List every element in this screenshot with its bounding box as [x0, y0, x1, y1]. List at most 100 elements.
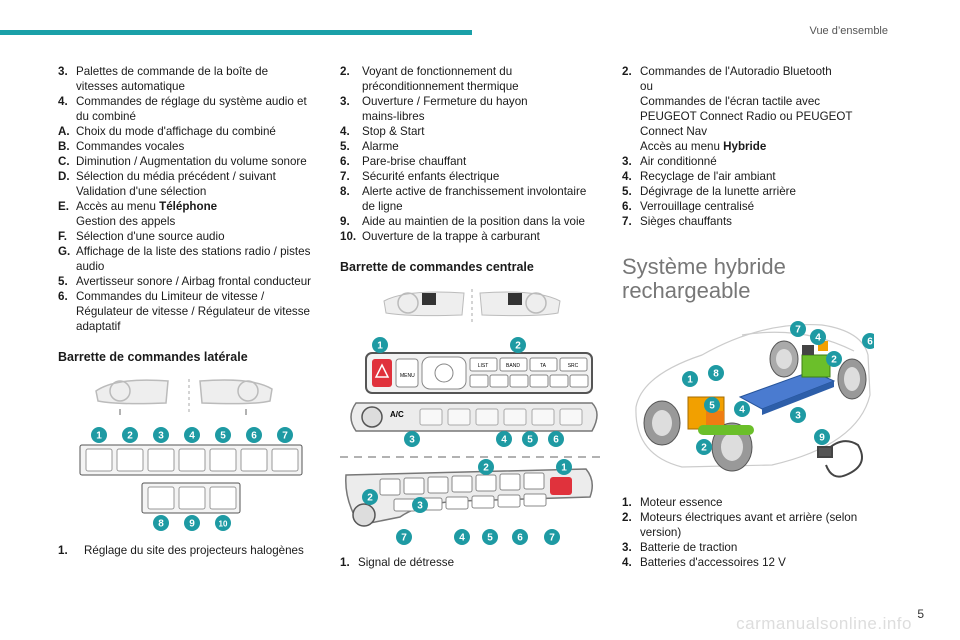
- switch-button[interactable]: [559, 357, 588, 372]
- switch-button[interactable]: [451, 475, 473, 493]
- switch-button[interactable]: [499, 357, 528, 372]
- svg-text:2: 2: [701, 443, 707, 454]
- switch-button[interactable]: [559, 408, 583, 426]
- switch-button[interactable]: [469, 374, 489, 388]
- switch-button[interactable]: [549, 374, 569, 388]
- switch-button[interactable]: [403, 477, 425, 495]
- switch-button[interactable]: [178, 486, 206, 510]
- switch-button[interactable]: [529, 374, 549, 388]
- switch-button[interactable]: [240, 448, 268, 472]
- hazard-button[interactable]: [372, 359, 392, 387]
- switch-button[interactable]: [147, 448, 175, 472]
- list-item: 4. Recyclage de l'air ambiant: [622, 169, 874, 184]
- svg-text:6: 6: [867, 337, 873, 348]
- switch-button[interactable]: [271, 448, 299, 472]
- switch-button[interactable]: [116, 448, 144, 472]
- item-number: 3.: [622, 541, 632, 554]
- callout-badge: 5: [482, 529, 498, 545]
- list-item: 3.Batterie de traction: [622, 540, 874, 555]
- hybrid-section-title: Système hybride rechargeable: [622, 254, 786, 303]
- switch-button[interactable]: [531, 408, 555, 426]
- svg-text:2: 2: [515, 341, 521, 352]
- svg-text:4: 4: [815, 333, 821, 344]
- switch-button[interactable]: [569, 374, 589, 388]
- item-text: Commandes de réglage du système audio et…: [76, 95, 307, 123]
- list-item: 8.Alerte active de franchissement involo…: [340, 184, 604, 214]
- hazard-button-lower[interactable]: [550, 477, 572, 495]
- item-text: Diminution / Augmentation du volume sono…: [76, 155, 307, 168]
- switch-button[interactable]: [523, 472, 545, 490]
- switch-button[interactable]: [379, 478, 401, 496]
- svg-text:1: 1: [687, 375, 693, 386]
- svg-text:3: 3: [158, 431, 164, 442]
- switch-button[interactable]: [489, 374, 509, 388]
- svg-text:1: 1: [377, 341, 383, 352]
- switch-button[interactable]: [85, 448, 113, 472]
- item-number: 2.: [622, 65, 632, 78]
- item-number: 10.: [340, 230, 357, 243]
- callout-badge: 5: [215, 427, 231, 443]
- switch-button[interactable]: [178, 448, 206, 472]
- item-number: 7.: [340, 170, 350, 183]
- svg-text:3: 3: [795, 411, 801, 422]
- steering-wheel-icon: [199, 379, 273, 415]
- callout-badge: 4: [184, 427, 200, 443]
- svg-text:2: 2: [367, 493, 373, 504]
- item-number: 6.: [58, 290, 68, 303]
- item-number: 4.: [622, 556, 632, 569]
- item-number: 4.: [622, 170, 632, 183]
- item-text: Recyclage de l'air ambiant: [640, 170, 776, 183]
- switch-button[interactable]: [447, 408, 471, 426]
- item-number: 6.: [340, 155, 350, 168]
- svg-text:9: 9: [819, 433, 825, 444]
- list-item: 7.Sécurité enfants électrique: [340, 169, 604, 184]
- item-number: E.: [58, 200, 69, 213]
- switch-button[interactable]: [503, 408, 527, 426]
- list-item: 5.Alarme: [340, 139, 604, 154]
- item-number: 4.: [58, 95, 68, 108]
- callout-badge: 1: [91, 427, 107, 443]
- callout-badge: 3: [153, 427, 169, 443]
- svg-text:6: 6: [517, 533, 523, 544]
- switch-button[interactable]: [419, 408, 443, 426]
- switch-button[interactable]: [209, 486, 237, 510]
- callout-badge: 6: [862, 333, 878, 349]
- item-number: 6.: [622, 200, 632, 213]
- temperature-knob[interactable]: [361, 406, 383, 428]
- callout-badge: 1: [682, 371, 698, 387]
- watermark: carmanualsonline.info: [736, 614, 912, 633]
- list-item: D.Sélection du média précédent / suivant…: [58, 169, 324, 199]
- switch-button[interactable]: [209, 448, 237, 472]
- item-text: Choix du mode d'affichage du combiné: [76, 125, 276, 138]
- item-text: Pare-brise chauffant: [362, 155, 467, 168]
- steering-wheel-icon: [95, 379, 169, 415]
- switch-button[interactable]: [499, 473, 521, 491]
- list-item: 6. Pare-brise chauffant: [340, 154, 604, 169]
- switch-button[interactable]: [445, 496, 469, 510]
- item-number: 2.: [340, 65, 350, 78]
- switch-button[interactable]: [509, 374, 529, 388]
- front-electric-motor: [706, 411, 724, 429]
- svg-text:2: 2: [127, 431, 133, 442]
- callout-badge: 7: [396, 529, 412, 545]
- switch-button[interactable]: [147, 486, 175, 510]
- callout-badge: 10: [215, 515, 231, 531]
- switch-button[interactable]: [497, 494, 521, 508]
- switch-button[interactable]: [475, 474, 497, 492]
- callout-badge: 2: [478, 459, 494, 475]
- callout-badge: 5: [704, 397, 720, 413]
- fuel-tank: [818, 341, 828, 351]
- switch-button[interactable]: [523, 493, 547, 507]
- switch-button[interactable]: [471, 495, 495, 509]
- switch-button[interactable]: [469, 357, 498, 372]
- accessory-battery: [802, 345, 814, 355]
- callout-badge: 2: [362, 489, 378, 505]
- switch-button[interactable]: [475, 408, 499, 426]
- switch-button[interactable]: [427, 476, 449, 494]
- switch-button[interactable]: [529, 357, 558, 372]
